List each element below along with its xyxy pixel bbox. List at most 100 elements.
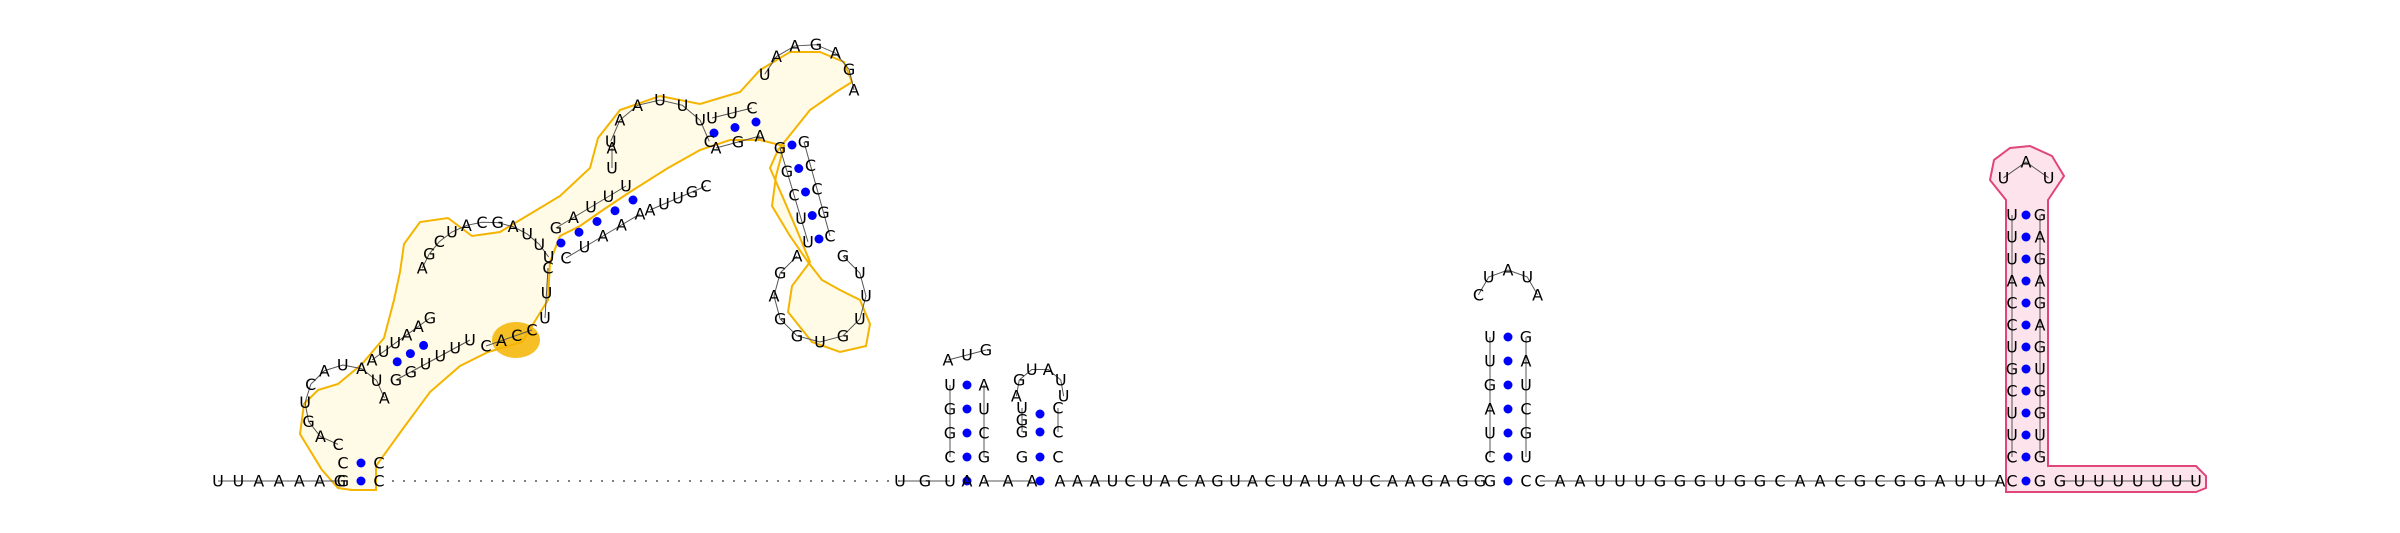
domain1-upper-left-u: U: [606, 159, 618, 178]
three-prime-tail-u: U: [2190, 472, 2202, 491]
domain1-right-loop-g: G: [774, 310, 786, 329]
three-prime-tail-u: U: [2074, 472, 2086, 491]
domain2-3p-a: A: [2035, 228, 2046, 247]
base-pair-dot: [592, 217, 602, 226]
tail-strand-c: C: [1834, 472, 1845, 491]
hairpin4-3p-u: U: [1520, 376, 1532, 395]
domain1-top-loop-g: G: [810, 35, 822, 54]
domain2-3p-a: A: [2035, 316, 2046, 335]
domain1-back-strand-a: A: [645, 201, 656, 220]
five-prime-tail-u: U: [232, 472, 244, 491]
hairpin2-loop-a: A: [943, 351, 954, 370]
tail-strand-c: C: [1774, 472, 1785, 491]
domain1-hairpin1-loop-a: A: [315, 427, 326, 446]
hairpin4-5p-u: U: [1484, 352, 1496, 371]
base-pair-dot: [1035, 427, 1045, 437]
domain1-helix3-3p-a: A: [598, 227, 609, 246]
backbone-segment: [803, 141, 831, 237]
domain1-stem-base-g: G: [337, 472, 349, 491]
base-pair-dot: [628, 195, 638, 205]
tail-strand-g: G: [1674, 472, 1686, 491]
base-pair-dot: [709, 128, 719, 138]
hairpin4-loop-c: C: [1473, 285, 1484, 304]
backbone-segment: [304, 364, 385, 445]
domain1-patch-c: C: [511, 326, 522, 345]
domain1-helix3-5p-u: U: [603, 187, 615, 206]
base-pair-dot: [814, 234, 824, 244]
domain1-multiloop-right-u: U: [541, 284, 553, 303]
domain1-patch-a: A: [496, 331, 507, 350]
tail-strand-u: U: [1974, 472, 1986, 491]
domain1-multiloop-u: U: [543, 248, 555, 267]
middle-strand-u: U: [1317, 472, 1329, 491]
domain2-5p-u: U: [2006, 404, 2018, 423]
domain1-outline: [298, 51, 872, 491]
domain1-multiloop-a: A: [417, 259, 428, 278]
domain1-right-5p-c: C: [824, 227, 835, 246]
middle-strand-a: A: [1072, 472, 1083, 491]
domain1-hairpin1-loop-g: G: [302, 412, 314, 431]
domain1-right-5p-g: G: [798, 133, 810, 152]
middle-strand-a: A: [1055, 472, 1066, 491]
tail-strand-g: G: [1694, 472, 1706, 491]
domain1-stem2-3p-u: U: [464, 331, 476, 350]
hairpin2-3p-u: U: [978, 400, 990, 419]
backbone-segment: [715, 135, 761, 149]
base-pair-dot: [2021, 452, 2031, 462]
hairpin2-5p-g: G: [944, 424, 956, 443]
middle-strand-u: U: [1282, 472, 1294, 491]
backbone-segment: [485, 329, 533, 347]
domain1-right-5p-g: G: [817, 203, 829, 222]
middle-strand-a: A: [1440, 472, 1451, 491]
tail-strand-g: G: [1654, 472, 1666, 491]
domain1-hairpin1-loop-a: A: [379, 389, 390, 408]
domain1-right-5p-c: C: [805, 156, 816, 175]
domain1-hairpin1-loop-c: C: [332, 435, 343, 454]
middle-strand-g: G: [1421, 472, 1433, 491]
domain1-right-loop-u: U: [854, 310, 866, 329]
domain2-loop-u: U: [2043, 168, 2055, 187]
domain2-3p-g: G: [2034, 448, 2046, 467]
hairpin2-3p-a: A: [979, 376, 990, 395]
hairpin4-base-c: C: [1520, 472, 1531, 491]
domain2-5p-u: U: [2006, 250, 2018, 269]
base-pair-dot: [356, 458, 366, 468]
five-prime-tail-a: A: [253, 472, 264, 491]
hairpin4-5p-u: U: [1484, 328, 1496, 347]
domain1-hairpin1-loop-a: A: [319, 361, 330, 380]
domain1-upper-loop-a: A: [614, 111, 625, 130]
three-prime-tail-u: U: [2112, 472, 2124, 491]
domain2-5p-u: U: [2006, 206, 2018, 225]
tail-strand-a: A: [1995, 472, 2006, 491]
base-pair-dot: [2021, 408, 2031, 418]
domain1-top-3p-a: A: [755, 127, 766, 146]
domain1-hairpin1-loop-u: U: [299, 393, 311, 412]
domain1-stem2-3p-g: G: [390, 371, 402, 390]
domain1-helix3-3p-a: A: [616, 216, 627, 235]
domain1-top-5p-u: U: [706, 109, 718, 128]
domain2-base-g: G: [2034, 472, 2046, 491]
domain2-5p-g: G: [2006, 360, 2018, 379]
hairpin3-loop-g: G: [1013, 371, 1025, 390]
domain1-top-3p-g: G: [732, 133, 744, 152]
domain1-right-loop-u: U: [814, 333, 826, 352]
domain2-5p-u: U: [2006, 228, 2018, 247]
tail-strand-a: A: [1815, 472, 1826, 491]
base-pair-dot: [787, 140, 797, 150]
domain1-multiloop-right-c: C: [542, 259, 553, 278]
tail-strand-u: U: [1614, 472, 1626, 491]
middle-strand-c: C: [1177, 472, 1188, 491]
five-prime-tail-u: U: [212, 472, 224, 491]
domain1-right-loop-a: A: [792, 247, 803, 266]
domain1-multiloop-a: A: [508, 217, 519, 236]
middle-strand-u: U: [1352, 472, 1364, 491]
base-pair-dot: [2021, 364, 2031, 374]
middle-strand-g: G: [1211, 472, 1223, 491]
hairpin3-5p-u: U: [1016, 399, 1028, 418]
domain1-stem2-5p-a: A: [367, 351, 378, 370]
domain1-hairpin1-loop-u: U: [337, 356, 349, 375]
backbone-segment: [371, 317, 431, 361]
domain1-right-3p-u: U: [795, 209, 807, 228]
tail-strand-u: U: [1954, 472, 1966, 491]
